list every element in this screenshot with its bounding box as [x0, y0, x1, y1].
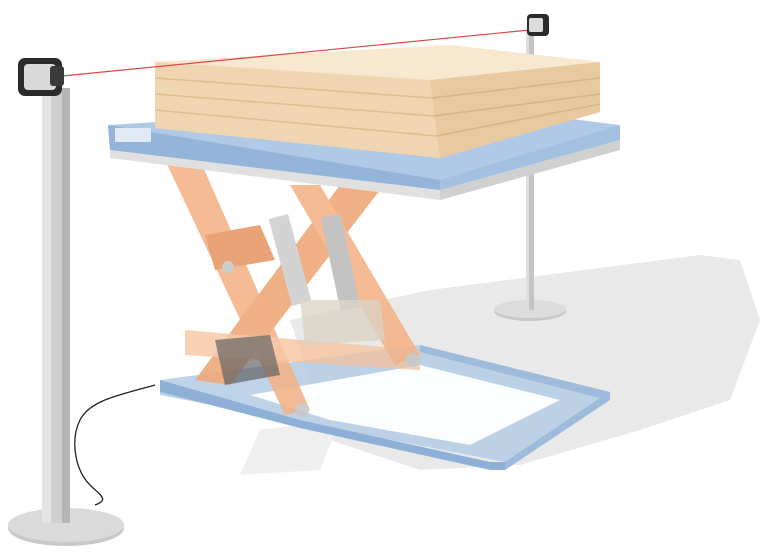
sensor-cable: [74, 384, 156, 506]
laser-beam: [61, 29, 531, 77]
left-pole: [8, 88, 124, 546]
scissor-mechanism: [165, 160, 420, 417]
wood-stack: [154, 45, 601, 158]
laser-sensor-icon: [18, 58, 64, 96]
laser-reflector-icon: [527, 14, 549, 36]
